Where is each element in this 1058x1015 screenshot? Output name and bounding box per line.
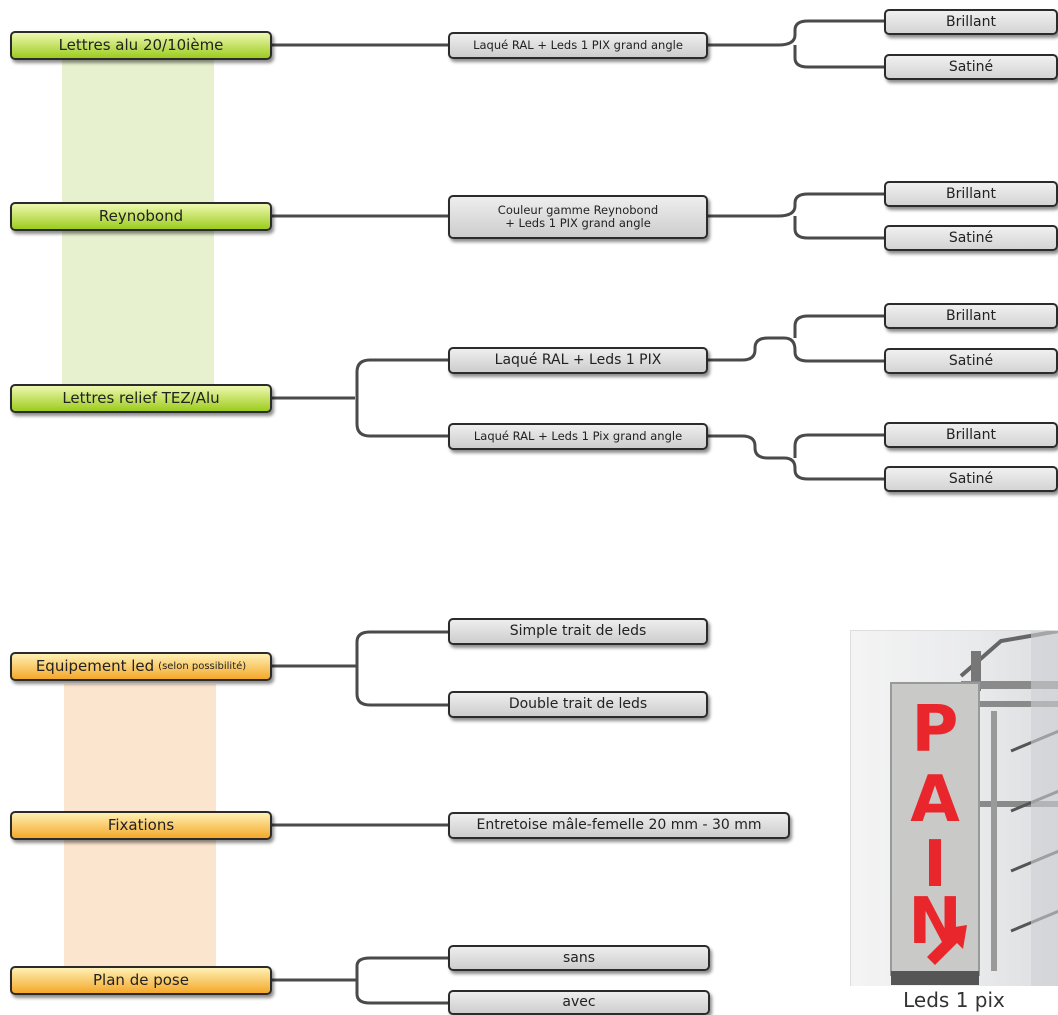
option-avec: avec: [448, 990, 710, 1015]
sign-letter: P: [912, 693, 959, 767]
root-lettres-alu: Lettres alu 20/10ième: [10, 31, 272, 60]
led-sign-photo: P A I N: [850, 630, 1058, 986]
option-reynobond-line1: Couleur gamme Reynobond: [497, 202, 659, 217]
connector: [706, 434, 784, 460]
root-fixations: Fixations: [10, 811, 272, 840]
connector: [793, 216, 884, 240]
connector: [783, 456, 884, 481]
connector: [355, 398, 448, 438]
connector: [793, 433, 884, 458]
option-entretoise: Entretoise mâle-femelle 20 mm - 30 mm: [448, 812, 790, 839]
finish-satine: Satiné: [884, 225, 1058, 251]
option-simple-trait: Simple trait de leds: [448, 618, 708, 645]
connector: [706, 336, 784, 362]
finish-brillant: Brillant: [884, 181, 1058, 207]
option-laque-ral-pix-grand-angle: Laqué RAL + Leds 1 Pix grand angle: [448, 423, 708, 450]
option-reynobond-line2: + Leds 1 PIX grand angle: [505, 216, 651, 230]
sign-letter: N: [908, 885, 962, 959]
option-sans: sans: [448, 945, 710, 971]
root-reynobond: Reynobond: [10, 202, 272, 231]
equipement-label: Equipement led: [35, 656, 155, 675]
connector: [355, 956, 448, 980]
finish-brillant: Brillant: [884, 9, 1058, 35]
equipement-note: (selon possibilité): [158, 660, 247, 672]
connector: [355, 358, 448, 398]
connector: [706, 192, 884, 218]
connector: [355, 980, 448, 1005]
option-reynobond: Couleur gamme Reynobond + Leds 1 PIX gra…: [448, 195, 708, 239]
root-equipement-led: Equipement led(selon possibilité): [10, 652, 272, 681]
root-lettres-relief: Lettres relief TEZ/Alu: [10, 384, 272, 413]
connector: [793, 314, 884, 338]
finish-satine: Satiné: [884, 466, 1058, 492]
photo-caption: Leds 1 pix: [903, 988, 1005, 1012]
finish-satine: Satiné: [884, 54, 1058, 80]
finish-satine: Satiné: [884, 348, 1058, 374]
sign-letter: A: [910, 763, 960, 837]
option-laque-ral-leds: Laqué RAL + Leds 1 PIX: [448, 347, 708, 374]
finish-brillant: Brillant: [884, 303, 1058, 329]
connector: [355, 666, 448, 707]
connector: [793, 45, 884, 69]
option-laque-ral-grand-angle: Laqué RAL + Leds 1 PIX grand angle: [448, 32, 708, 59]
finish-brillant: Brillant: [884, 422, 1058, 448]
connector: [783, 336, 884, 363]
led-sign-illustration: P A I N: [890, 631, 1058, 986]
root-plan-de-pose: Plan de pose: [10, 966, 272, 995]
option-double-trait: Double trait de leds: [448, 691, 708, 718]
connector: [355, 630, 448, 666]
sign-letter: I: [923, 828, 947, 902]
connector: [706, 19, 884, 47]
arrow-icon: [927, 925, 967, 965]
